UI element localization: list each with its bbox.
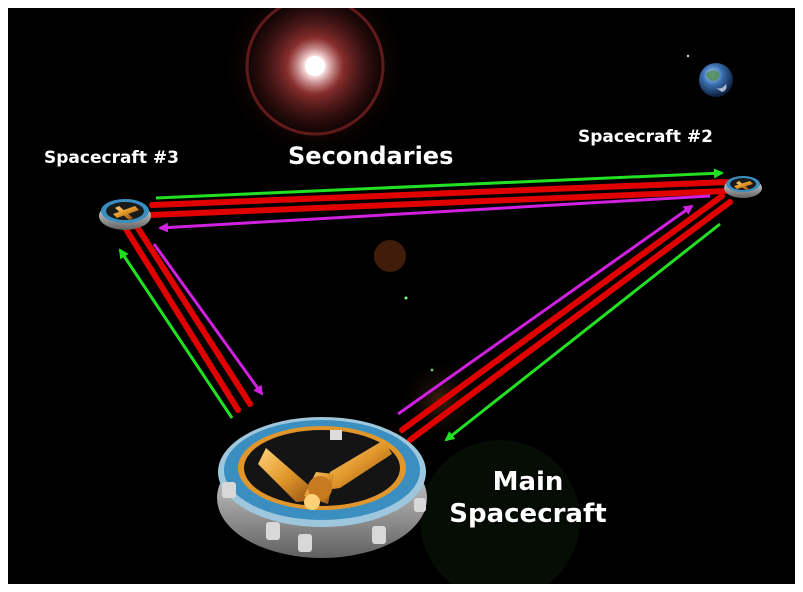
lens-flare bbox=[420, 440, 580, 592]
lens-flare bbox=[374, 240, 406, 272]
star bbox=[430, 368, 434, 372]
laser-link-3-2-lower bbox=[147, 188, 729, 218]
secondaries-label: Secondaries bbox=[288, 142, 454, 170]
spacecraft-2-label: Spacecraft #2 bbox=[578, 127, 713, 147]
laser-links bbox=[121, 179, 733, 443]
green-beams bbox=[118, 168, 724, 442]
laser-link-3-2-upper bbox=[149, 179, 731, 208]
main-spacecraft-label-line2: Spacecraft bbox=[449, 499, 607, 529]
magenta-beam-3-to-main bbox=[152, 243, 264, 396]
star bbox=[404, 296, 408, 300]
laser-link-main-2-lower bbox=[407, 199, 733, 443]
secondary-spacecraft-icon bbox=[724, 176, 762, 198]
spacecraft-3-label: Spacecraft #3 bbox=[44, 148, 179, 168]
laser-link-main-2-upper bbox=[399, 193, 725, 433]
main-spacecraft-label: Main Spacecraft bbox=[448, 466, 608, 530]
magenta-beam-main-to-2 bbox=[397, 204, 694, 416]
earth-icon bbox=[699, 63, 733, 97]
magenta-beams bbox=[152, 194, 711, 416]
green-beam-3-to-2 bbox=[155, 168, 724, 200]
laser-link-3-main-left bbox=[121, 223, 241, 413]
magenta-beam-2-to-3 bbox=[158, 194, 711, 233]
green-beam-main-to-3 bbox=[118, 248, 234, 419]
main-spacecraft-label-line1: Main bbox=[492, 467, 564, 497]
star bbox=[686, 54, 690, 58]
laser-link-3-main-right bbox=[131, 219, 253, 407]
green-beam-2-to-main bbox=[444, 222, 721, 442]
main-spacecraft-icon bbox=[217, 417, 427, 558]
sun-glare-icon bbox=[220, 0, 410, 161]
secondary-spacecraft-icon bbox=[99, 199, 151, 230]
